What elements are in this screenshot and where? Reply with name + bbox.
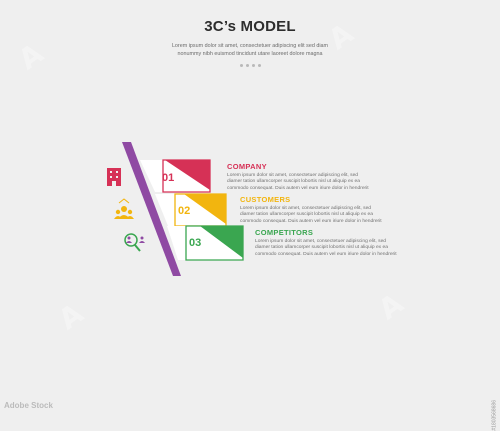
competitor-search-icon	[124, 233, 145, 252]
dot	[245, 64, 249, 67]
page-subtitle: Lorem ipsum dolor sit amet, consectetuer…	[171, 43, 329, 57]
adobe-stock-logo: Adobe Stock	[4, 401, 53, 410]
row-company: COMPANY Lorem ipsum dolor sit amet, cons…	[227, 162, 372, 192]
flag-customers	[155, 193, 227, 227]
flag-competitors	[167, 225, 244, 261]
row-number-company: 01	[162, 172, 175, 184]
stock-id: #1803568686	[492, 400, 498, 431]
row-desc-customers: Lorem ipsum dolor sit amet, consectetuer…	[240, 206, 382, 224]
row-label-competitors: COMPETITORS	[255, 228, 314, 237]
header: 3C’s MODEL Lorem ipsum dolor sit amet, c…	[0, 18, 500, 67]
dot	[251, 64, 255, 67]
building-icon	[107, 168, 121, 186]
three-c-diagram	[107, 142, 244, 276]
pagination-dots	[0, 64, 500, 67]
row-customers: CUSTOMERS Lorem ipsum dolor sit amet, co…	[240, 195, 385, 225]
flag-company-tab	[165, 160, 210, 190]
dot	[257, 64, 261, 67]
page-title: 3C’s MODEL	[204, 18, 296, 35]
row-label-company: COMPANY	[227, 162, 267, 171]
flag-customers-tab	[184, 194, 226, 224]
customers-group-icon	[114, 198, 134, 219]
row-competitors: COMPETITORS Lorem ipsum dolor sit amet, …	[255, 228, 400, 258]
row-desc-competitors: Lorem ipsum dolor sit amet, consectetuer…	[255, 239, 397, 257]
flag-competitors-tab	[200, 226, 243, 258]
flag-pole	[122, 142, 181, 276]
row-number-customers: 02	[178, 205, 191, 217]
row-number-competitors: 03	[189, 237, 202, 249]
dot	[239, 64, 243, 67]
row-label-customers: CUSTOMERS	[240, 195, 291, 204]
flag-company	[140, 159, 211, 193]
row-desc-company: Lorem ipsum dolor sit amet, consectetuer…	[227, 173, 369, 191]
